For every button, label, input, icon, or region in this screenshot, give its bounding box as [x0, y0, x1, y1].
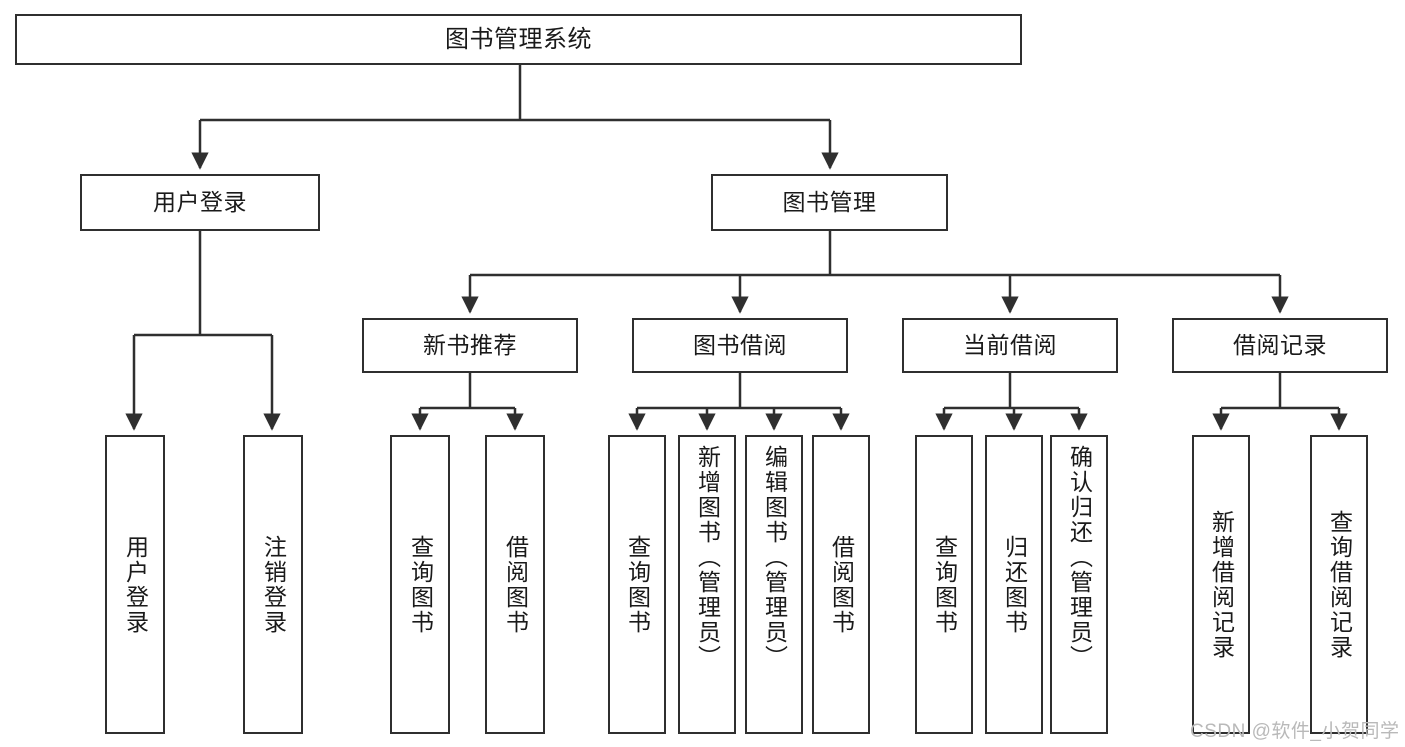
- node-current-borrow-label: 当前借阅: [963, 332, 1057, 358]
- watermark: CSDN @软件_小贺同学: [1190, 721, 1400, 742]
- node-borrow-record[interactable]: 借阅记录: [1172, 318, 1388, 373]
- leaf-edit-book-admin-label: 编辑图书（管理员）: [761, 445, 788, 670]
- node-user-login[interactable]: 用户登录: [80, 174, 320, 231]
- leaf-confirm-return-admin[interactable]: 确认归还（管理员）: [1050, 435, 1108, 734]
- leaf-query-book-nbr[interactable]: 查询图书: [390, 435, 450, 734]
- leaf-add-book-admin[interactable]: 新增图书（管理员）: [678, 435, 736, 734]
- node-book-management-label: 图书管理: [782, 189, 877, 215]
- leaf-borrow-book-nbr[interactable]: 借阅图书: [485, 435, 545, 734]
- leaf-query-book-nbr-label: 查询图书: [407, 534, 434, 635]
- leaf-return-book[interactable]: 归还图书: [985, 435, 1043, 734]
- leaf-query-book-cb-label: 查询图书: [931, 534, 958, 635]
- leaf-user-login-label: 用户登录: [122, 534, 149, 635]
- node-new-book-recommend[interactable]: 新书推荐: [362, 318, 578, 373]
- node-book-borrow[interactable]: 图书借阅: [632, 318, 848, 373]
- leaf-edit-book-admin[interactable]: 编辑图书（管理员）: [745, 435, 803, 734]
- leaf-add-borrow-record[interactable]: 新增借阅记录: [1192, 435, 1250, 734]
- leaf-confirm-return-admin-label: 确认归还（管理员）: [1066, 445, 1093, 670]
- leaf-user-login[interactable]: 用户登录: [105, 435, 165, 734]
- leaf-query-borrow-record[interactable]: 查询借阅记录: [1310, 435, 1368, 734]
- node-book-management[interactable]: 图书管理: [711, 174, 948, 231]
- leaf-add-borrow-record-label: 新增借阅记录: [1208, 509, 1235, 660]
- leaf-borrow-book-bb[interactable]: 借阅图书: [812, 435, 870, 734]
- leaf-borrow-book-bb-label: 借阅图书: [828, 534, 855, 635]
- leaf-logout-label: 注销登录: [260, 534, 287, 635]
- node-new-book-recommend-label: 新书推荐: [423, 332, 517, 358]
- node-user-login-label: 用户登录: [153, 189, 247, 215]
- leaf-query-borrow-record-label: 查询借阅记录: [1326, 509, 1353, 660]
- node-borrow-record-label: 借阅记录: [1233, 332, 1327, 358]
- leaf-query-book-cb[interactable]: 查询图书: [915, 435, 973, 734]
- leaf-query-book-bb-label: 查询图书: [624, 534, 651, 635]
- leaf-borrow-book-nbr-label: 借阅图书: [502, 534, 529, 635]
- leaf-return-book-label: 归还图书: [1001, 534, 1028, 635]
- node-book-borrow-label: 图书借阅: [693, 332, 787, 358]
- leaf-query-book-bb[interactable]: 查询图书: [608, 435, 666, 734]
- leaf-add-book-admin-label: 新增图书（管理员）: [694, 445, 721, 670]
- node-current-borrow[interactable]: 当前借阅: [902, 318, 1118, 373]
- node-root-label: 图书管理系统: [445, 25, 592, 53]
- leaf-logout[interactable]: 注销登录: [243, 435, 303, 734]
- node-root[interactable]: 图书管理系统: [15, 14, 1022, 65]
